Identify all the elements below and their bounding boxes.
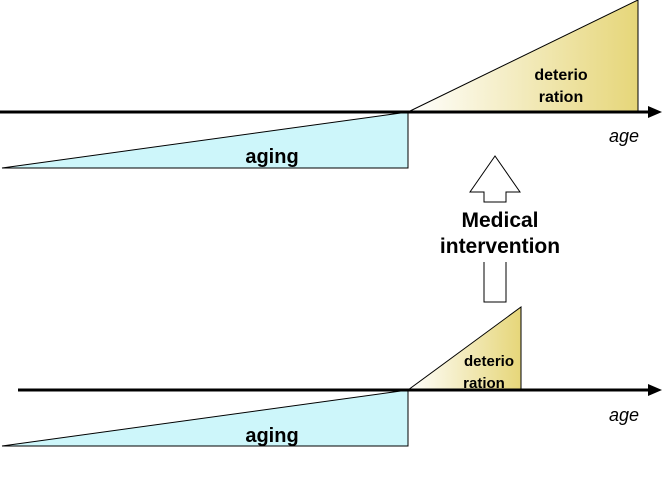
top-age-axis-label: age bbox=[609, 126, 639, 146]
top-panel: aging deterio ration age bbox=[0, 0, 662, 169]
medical-intervention-group: Medical intervention bbox=[440, 155, 560, 303]
bottom-aging-triangle bbox=[1, 389, 409, 447]
top-axis-arrowhead bbox=[648, 106, 662, 118]
upward-arrow-shaft-bg bbox=[484, 262, 506, 302]
intervention-label-line2: intervention bbox=[440, 235, 560, 258]
top-deterioration-label-line1: deterio bbox=[534, 67, 588, 84]
upward-arrow-shaft bbox=[483, 262, 507, 303]
bottom-axis-arrowhead bbox=[648, 384, 662, 396]
bottom-panel: aging deterio ration age bbox=[1, 306, 662, 447]
top-aging-triangle bbox=[1, 111, 409, 169]
intervention-label-line1: Medical bbox=[461, 209, 538, 232]
bottom-deterioration-label-line2: ration bbox=[463, 375, 505, 392]
top-aging-label: aging bbox=[245, 146, 298, 168]
top-deterioration-label-line2: ration bbox=[539, 89, 583, 106]
bottom-age-axis-label: age bbox=[609, 405, 639, 425]
top-deterioration-triangle bbox=[407, 0, 639, 113]
bottom-aging-label: aging bbox=[245, 425, 298, 447]
bottom-deterioration-label-line1: deterio bbox=[464, 353, 514, 370]
upward-arrow-head bbox=[469, 155, 521, 203]
